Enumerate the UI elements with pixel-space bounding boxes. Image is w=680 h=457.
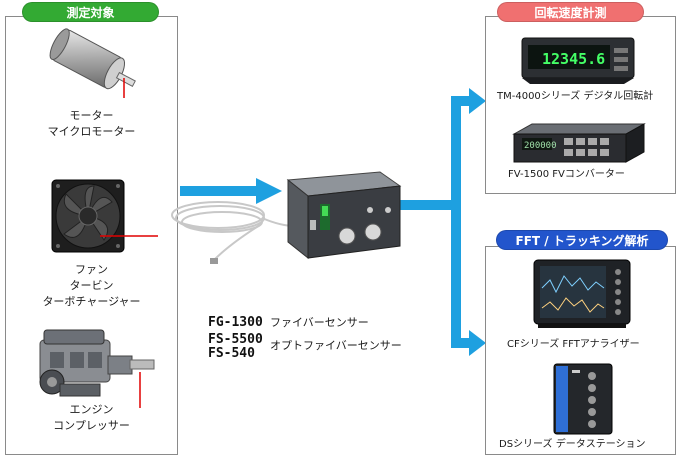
fan-icon [51, 179, 158, 253]
fft-item-label-ds: DSシリーズ データステーション [499, 439, 646, 450]
motor-icon [49, 28, 136, 98]
fft-tracking-title: FFT / トラッキング解析 [496, 230, 668, 250]
speed-item-label-tm4000: TM-4000シリーズ デジタル回転計 [497, 91, 654, 102]
target-label-fan: ファン タービン ターボチャージャー [42, 263, 141, 308]
data-station-icon [553, 363, 613, 435]
tachometer-display: 12345.6 [542, 50, 605, 68]
target-label-motor: モーター マイクロモーター [47, 109, 136, 138]
fft-item-label-cf: CFシリーズ FFTアナライザー [507, 339, 640, 350]
model-desc-opto-fiber-sensor: オプトファイバーセンサー [270, 339, 402, 352]
fft-analyzer-icon [533, 259, 631, 328]
rotation-speed-title: 回転速度計測 [497, 2, 644, 22]
converter-display: 200000 [524, 141, 557, 151]
fiber-sensor-unit-icon [171, 171, 402, 264]
target-label-engine: エンジン コンプレッサー [53, 403, 130, 432]
speed-item-label-fv1500: FV-1500 FVコンバーター [508, 169, 625, 180]
measurement-target-title: 測定対象 [22, 2, 159, 22]
model-code-fg1300: FG-1300 [208, 315, 263, 330]
model-code-fs540: FS-540 [208, 346, 255, 361]
engine-icon [39, 329, 155, 408]
fv-converter-icon: 200000 [512, 123, 646, 163]
digital-tachometer-icon: 12345.6 [521, 37, 635, 84]
model-desc-fiber-sensor: ファイバーセンサー [270, 316, 369, 329]
model-code-fs5500: FS-5500 [208, 332, 263, 347]
